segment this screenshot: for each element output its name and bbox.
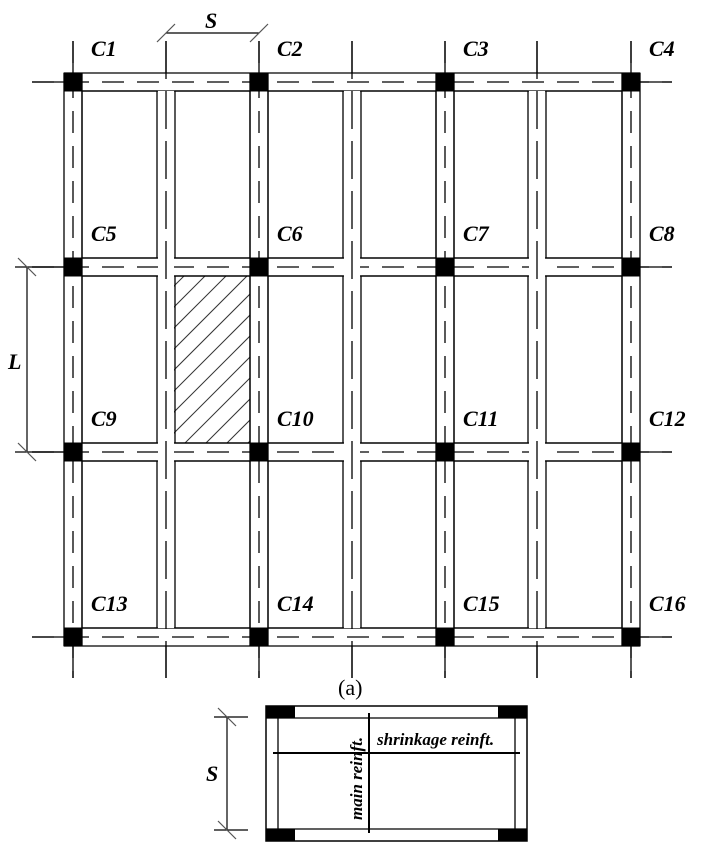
dimension-tick <box>217 820 237 840</box>
hatch-line <box>166 305 259 400</box>
dimension-label-l: L <box>8 349 22 374</box>
column-c9 <box>63 442 83 462</box>
column-c6 <box>249 257 269 277</box>
column-label-c8: C8 <box>649 221 675 246</box>
column-c4 <box>621 72 641 92</box>
column-c16 <box>621 627 641 647</box>
slab-panels <box>81 90 623 629</box>
column-label-c14: C14 <box>277 591 314 616</box>
slab-panel <box>453 275 529 444</box>
column-label-c11: C11 <box>463 406 499 431</box>
column-label-c10: C10 <box>277 406 314 431</box>
column-c12 <box>621 442 641 462</box>
column-label-c16: C16 <box>649 591 686 616</box>
column-c3 <box>435 72 455 92</box>
column-label-c1: C1 <box>91 36 117 61</box>
slab-panel <box>267 275 344 444</box>
column-label-c12: C12 <box>649 406 686 431</box>
slab-panel <box>453 90 529 259</box>
detail-column <box>498 706 527 718</box>
hatch-line <box>166 267 215 316</box>
column-c13 <box>63 627 83 647</box>
column-c11 <box>435 442 455 462</box>
slab-panel <box>174 460 251 629</box>
column-c10 <box>249 442 269 462</box>
detail-column <box>266 706 295 718</box>
column-label-c2: C2 <box>277 36 303 61</box>
column-label-c6: C6 <box>277 221 303 246</box>
slab-panel <box>81 460 158 629</box>
dimension-tick <box>156 23 176 43</box>
slab-panel <box>360 275 437 444</box>
slab-detail-diagram <box>214 705 528 842</box>
dimension-tick <box>217 707 237 727</box>
slab-panel <box>81 90 158 259</box>
column-c15 <box>435 627 455 647</box>
hatch-line <box>196 389 259 452</box>
columns <box>63 72 641 647</box>
column-label-c4: C4 <box>649 36 675 61</box>
shrinkage-reinforcement-label: shrinkage reinft. <box>377 730 495 749</box>
detail-outer-edge <box>265 705 528 842</box>
detail-column <box>266 829 295 841</box>
hatch-line <box>238 431 259 452</box>
figure-caption: (a) <box>338 675 363 700</box>
slab-panel <box>360 90 437 259</box>
dimension-tick <box>17 257 37 277</box>
slab-panel <box>267 460 344 629</box>
slab-panel <box>545 460 623 629</box>
column-label-c13: C13 <box>91 591 128 616</box>
hatch-line <box>166 267 236 337</box>
detail-column <box>498 829 527 841</box>
column-c2 <box>249 72 269 92</box>
column-c14 <box>249 627 269 647</box>
dimension-lines <box>15 23 269 462</box>
slab-panel <box>360 460 437 629</box>
main-reinforcement-label: main reinft. <box>347 736 366 820</box>
hatch-line <box>0 252 166 452</box>
slab-panel <box>174 275 251 444</box>
slab-panel <box>545 275 623 444</box>
column-c5 <box>63 257 83 277</box>
hatch-line <box>175 368 259 452</box>
slab-panel <box>267 90 344 259</box>
column-c1 <box>63 72 83 92</box>
column-c7 <box>435 257 455 277</box>
hatch-line <box>217 410 259 452</box>
slab-panel <box>81 275 158 444</box>
slab-panel <box>453 460 529 629</box>
column-label-c3: C3 <box>463 36 489 61</box>
column-label-c15: C15 <box>463 591 500 616</box>
dimension-tick <box>249 23 269 43</box>
column-c8 <box>621 257 641 277</box>
slab-panel <box>174 90 251 259</box>
column-label-c5: C5 <box>91 221 117 246</box>
beams <box>32 41 672 678</box>
detail-dimension-label-s: S <box>206 761 219 786</box>
slab-panel <box>545 90 623 259</box>
column-label-c7: C7 <box>463 221 489 246</box>
dimension-label-s: S <box>205 8 218 33</box>
dimension-tick <box>17 442 37 462</box>
column-label-c9: C9 <box>91 406 117 431</box>
